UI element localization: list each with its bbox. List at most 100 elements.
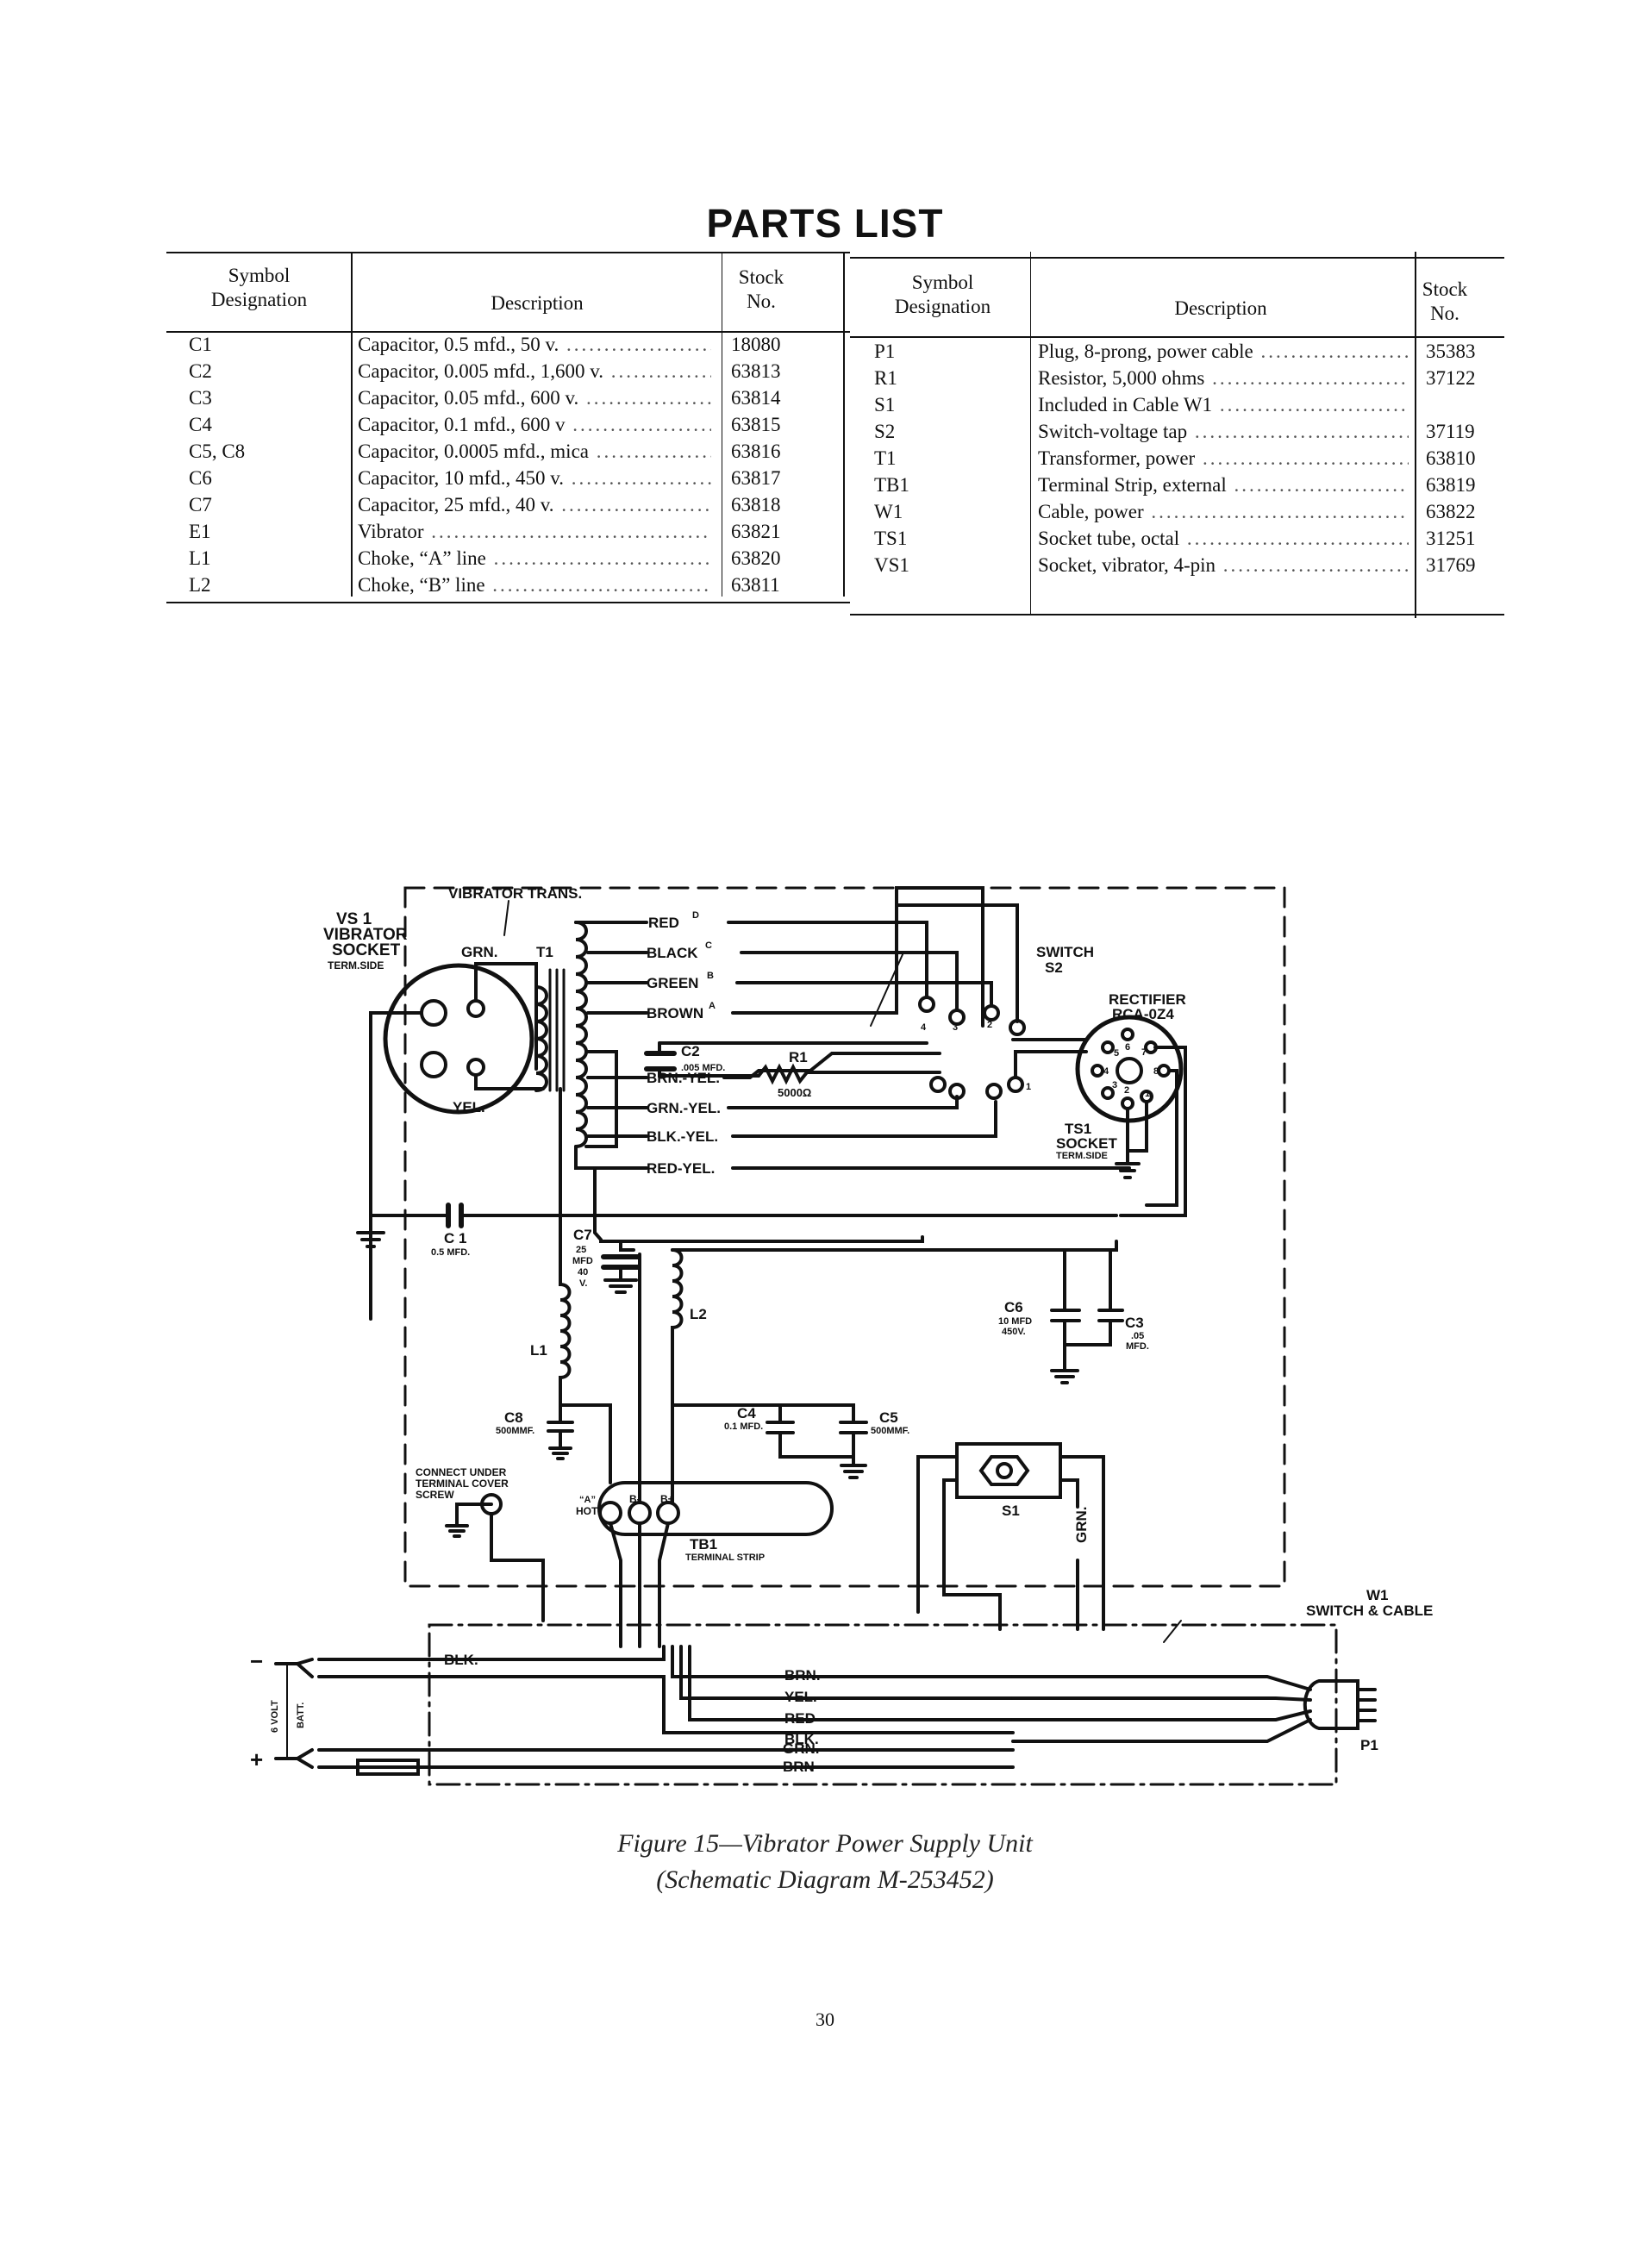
leader-dots: ........................................	[561, 494, 711, 515]
part-description-text: Capacitor, 0.005 mfd., 1,600 v.	[358, 360, 604, 382]
table-bottom-rule	[166, 602, 850, 603]
leader-dots: ........................................	[572, 414, 711, 435]
wire	[474, 962, 538, 1071]
label-cable-red: RED	[784, 1710, 816, 1727]
socket-pin	[1101, 1086, 1115, 1100]
label-ts1: TS1	[1065, 1121, 1091, 1137]
part-stock-number: 63821	[731, 521, 781, 542]
part-symbol: S2	[874, 421, 896, 442]
leader-dots: ........................................	[1222, 554, 1409, 576]
part-symbol: C4	[189, 414, 212, 435]
label-blk-yel: BLK.-YEL.	[647, 1128, 718, 1145]
label-oct-7: 7	[1141, 1047, 1147, 1058]
label-c2-value: .005 MFD.	[681, 1063, 725, 1073]
label-c5: C5	[879, 1409, 898, 1426]
part-stock-number: 63816	[731, 440, 781, 462]
wire	[658, 1521, 670, 1648]
leader-line	[503, 900, 509, 936]
label-l2: L2	[690, 1306, 707, 1322]
part-symbol: TS1	[874, 528, 908, 549]
part-symbol: C5, C8	[189, 440, 246, 462]
label-c3-v1: .05	[1131, 1331, 1144, 1341]
cable-enclosure	[428, 1623, 1338, 1786]
part-description-text: Capacitor, 0.05 mfd., 600 v.	[358, 387, 579, 409]
label-c4-value: 0.1 MFD.	[724, 1421, 763, 1432]
part-description-text: Capacitor, 0.0005 mfd., mica	[358, 440, 589, 462]
label-oct-1: 1	[1145, 1089, 1150, 1099]
switch-contact	[948, 1083, 966, 1100]
part-description-text: Capacitor, 10 mfd., 450 v.	[358, 467, 565, 489]
part-stock-number: 31251	[1426, 528, 1476, 549]
label-c1: C 1	[444, 1230, 466, 1246]
label-rca-0z4: RCA-0Z4	[1112, 1006, 1174, 1022]
header-symbol-line1: Symbol	[228, 265, 291, 286]
wire-blk	[317, 1645, 666, 1661]
label-minus: −	[250, 1648, 263, 1674]
label-tap-b: B	[707, 971, 714, 981]
wire	[584, 1050, 618, 1148]
label-brn-yel: BRN.-YEL.	[647, 1070, 720, 1086]
part-symbol: R1	[874, 367, 897, 389]
header-stock: Stock No.	[722, 266, 800, 314]
wire	[609, 1521, 622, 1648]
ground-symbol	[1050, 1343, 1079, 1384]
header-stock-line2: No.	[747, 291, 776, 312]
socket-pin	[1101, 1040, 1115, 1054]
label-grn: GRN.	[461, 944, 498, 960]
label-c7-v1: 25	[576, 1245, 586, 1255]
terminal-screw-bplus	[656, 1501, 680, 1525]
header-stock: Stock No.	[1406, 278, 1484, 326]
label-c4: C4	[737, 1405, 756, 1421]
part-stock-number: 63818	[731, 494, 781, 515]
label-pin-2: 2	[987, 1020, 992, 1030]
label-yel: YEL.	[453, 1099, 485, 1115]
leader-dots: ........................................	[1234, 474, 1409, 496]
socket-pin	[1091, 1064, 1104, 1078]
wire	[574, 1145, 648, 1170]
part-stock-number: 31769	[1426, 554, 1476, 576]
wire	[1011, 1709, 1312, 1721]
label-s1: S1	[1002, 1503, 1020, 1519]
label-switch-cable: SWITCH & CABLE	[1306, 1603, 1433, 1619]
part-symbol: TB1	[874, 474, 909, 496]
label-r1-value: 5000Ω	[778, 1086, 811, 1099]
wire	[1059, 1455, 1105, 1631]
wire	[619, 1240, 635, 1252]
part-description: Included in Cable W1 ...................…	[1038, 391, 1409, 418]
part-stock-number: 63820	[731, 547, 781, 569]
ground-symbol	[445, 1503, 493, 1538]
part-stock-number: 63810	[1426, 447, 1476, 469]
header-stock-line2: No.	[1430, 303, 1459, 324]
wire	[1011, 1718, 1312, 1743]
leader-dots: ........................................	[571, 467, 711, 489]
label-vibrator-trans: VIBRATOR TRANS.	[448, 885, 582, 902]
wire	[727, 921, 928, 997]
label-c3-v2: MFD.	[1126, 1341, 1149, 1352]
wire	[1014, 1050, 1088, 1079]
header-symbol: Symbol Designation	[850, 271, 1035, 319]
label-batt-volt: 6 VOLT	[270, 1700, 280, 1733]
label-grn-vertical: GRN.	[1073, 1507, 1090, 1544]
label-cable-brn2: BRN	[783, 1759, 815, 1775]
socket-pin	[466, 999, 485, 1018]
part-symbol: C2	[189, 360, 212, 382]
part-description: Capacitor, 0.1 mfd., 600 v .............…	[358, 411, 711, 438]
part-symbol: L1	[189, 547, 211, 569]
resistor-r1	[757, 1063, 941, 1085]
label-black: BLACK	[647, 945, 698, 961]
label-c6: C6	[1004, 1299, 1023, 1315]
part-description: Resistor, 5,000 ohms ...................…	[1038, 365, 1409, 391]
socket-pin	[420, 999, 447, 1027]
part-description-text: Choke, “B” line	[358, 574, 485, 596]
label-connect-1: CONNECT UNDER	[416, 1466, 507, 1478]
part-symbol: E1	[189, 521, 211, 542]
column-divider	[843, 252, 845, 597]
leader-dots: ........................................	[1194, 421, 1409, 442]
